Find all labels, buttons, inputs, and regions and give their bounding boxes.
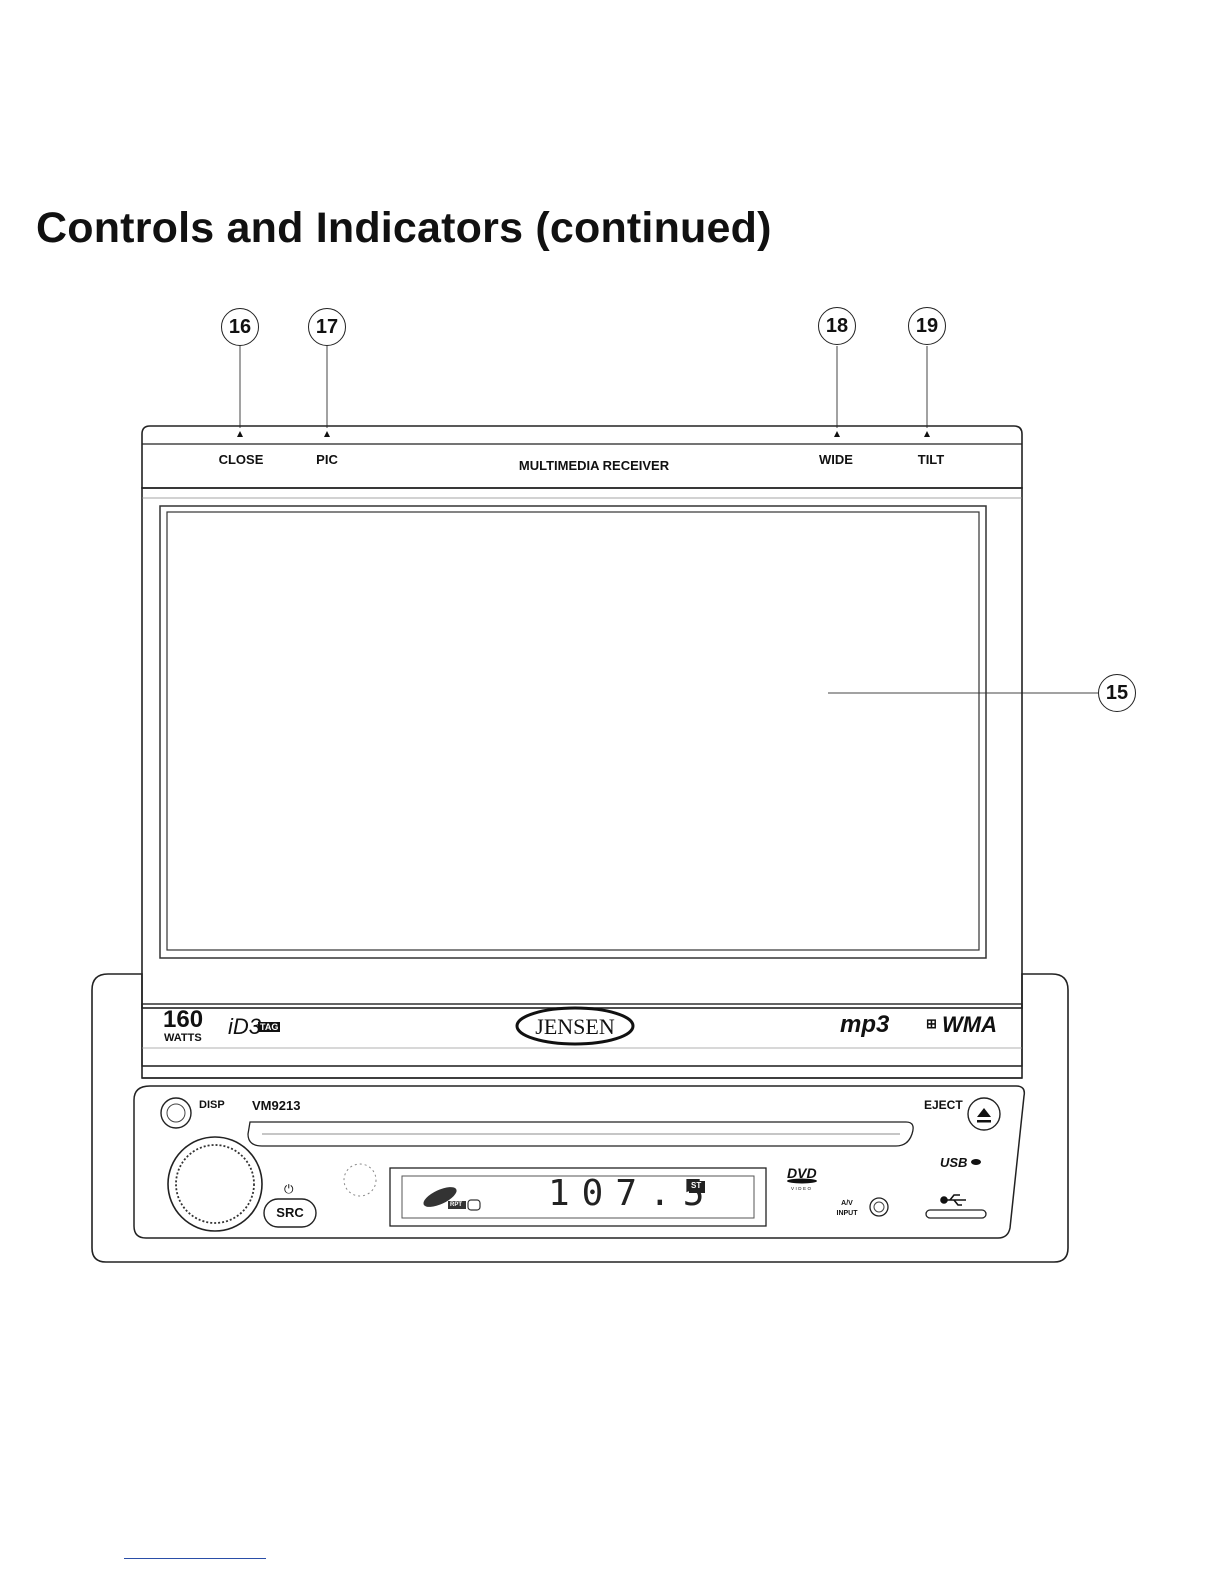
- av-input-jack: [870, 1198, 888, 1216]
- windows-icon: ⊞: [926, 1016, 937, 1032]
- power-value: 160: [163, 1008, 203, 1032]
- pic-button-label: PIC: [316, 452, 338, 467]
- footer-rule: [124, 1558, 266, 1559]
- wide-button-label: WIDE: [819, 452, 853, 467]
- id3-logo: iD3: [228, 1014, 261, 1040]
- disp-button: [161, 1098, 191, 1128]
- callout-15: 15: [1098, 674, 1136, 712]
- svg-text:VIDEO: VIDEO: [791, 1186, 813, 1191]
- eject-icon: [977, 1108, 991, 1117]
- usb-port: [926, 1210, 986, 1218]
- mp3-logo: mp3: [840, 1011, 889, 1039]
- callout-18: 18: [818, 307, 856, 345]
- id3-tag-badge: TAG: [258, 1022, 280, 1032]
- callout-19: 19: [908, 307, 946, 345]
- jensen-brand: JENSEN: [535, 1014, 614, 1040]
- power-unit: WATTS: [164, 1032, 202, 1044]
- av-label-line1: A/V: [841, 1200, 853, 1207]
- tilt-button-label: TILT: [918, 452, 944, 467]
- model-number: VM9213: [252, 1098, 300, 1113]
- disp-label: DISP: [199, 1099, 225, 1111]
- close-arrow-icon: [237, 431, 243, 437]
- tilt-arrow-icon: [924, 431, 930, 437]
- usb-logo: USB: [940, 1155, 967, 1170]
- src-label: SRC: [276, 1205, 303, 1220]
- wma-logo: WMA: [942, 1012, 997, 1038]
- callout-16: 16: [221, 308, 259, 346]
- lcd-frequency: 107.5: [548, 1173, 716, 1214]
- wide-arrow-icon: [834, 431, 840, 437]
- pic-arrow-icon: [324, 431, 330, 437]
- callout-17: 17: [308, 308, 346, 346]
- volume-knob: [168, 1137, 262, 1231]
- av-label-line2: INPUT: [837, 1210, 858, 1217]
- usb-icon: [941, 1195, 966, 1205]
- power-icon: ⏻: [284, 1182, 294, 1197]
- screen-outline: [160, 506, 986, 958]
- multimedia-receiver-label: MULTIMEDIA RECEIVER: [519, 458, 669, 473]
- eject-label: EJECT: [924, 1098, 963, 1112]
- repeat-indicator: RPT: [450, 1202, 462, 1208]
- close-button-label: CLOSE: [219, 452, 264, 467]
- stereo-indicator: ST: [691, 1181, 701, 1190]
